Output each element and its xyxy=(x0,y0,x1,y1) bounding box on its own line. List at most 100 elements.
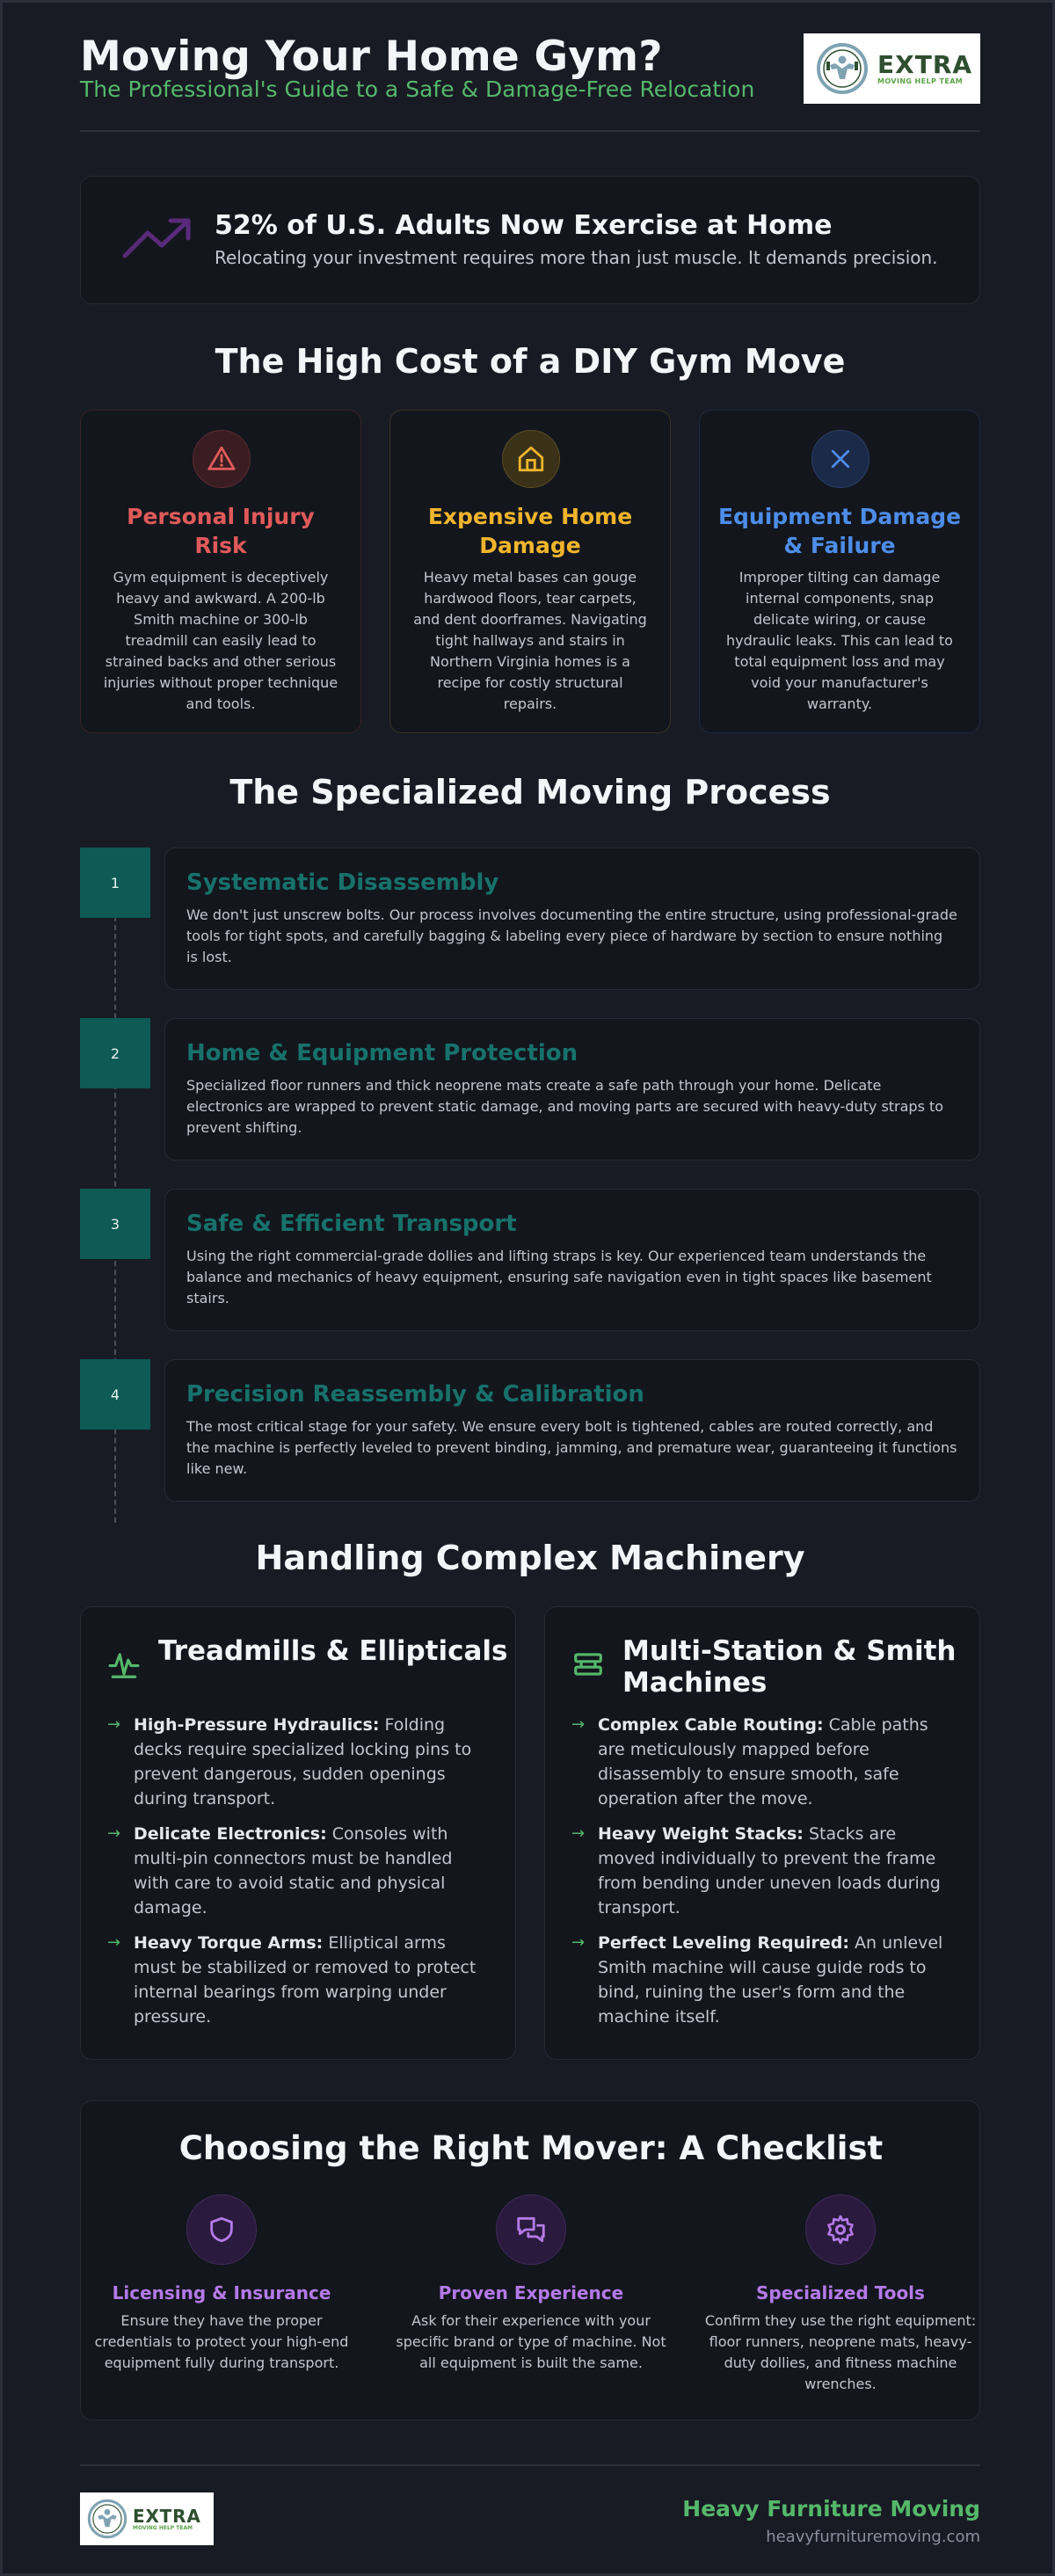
item-text: An unlevel Smith machine will cause guid… xyxy=(598,1933,943,2027)
footer-title: Heavy Furniture Moving xyxy=(682,2496,980,2521)
machinery-cards: Treadmills & Ellipticals → High-Pressure … xyxy=(80,1606,980,2060)
item-label: Heavy Torque Arms: xyxy=(134,1933,324,1953)
cost-card-text: Gym equipment is deceptively heavy and a… xyxy=(103,569,338,712)
step-title: Precision Reassembly & Calibration xyxy=(186,1381,644,1408)
list-item: → Delicate Electronics: Consoles with mul… xyxy=(107,1822,485,1920)
checklist-item-text: Ask for their experience with your speci… xyxy=(396,2312,666,2371)
checklist-item-title: Specialized Tools xyxy=(756,2282,925,2303)
step-text: The most critical stage for your safety.… xyxy=(186,1418,957,1477)
item-label: High-Pressure Hydraulics: xyxy=(134,1715,380,1735)
checklist-item: Specialized Tools Confirm they use the r… xyxy=(700,2194,981,2395)
machinery-section-title: Handling Complex Machinery xyxy=(255,1539,805,1577)
gear-icon xyxy=(805,2194,876,2265)
list-item: →Heavy Weight Stacks: Stacks are moved i… xyxy=(571,1822,950,1920)
process-step: 2 Home & Equipment Protection Specialize… xyxy=(80,1018,980,1161)
machinery-list: → Complex Cable Routing: Cable paths are … xyxy=(571,1713,950,2040)
checklist-item-text: Ensure they have the proper credentials … xyxy=(94,2312,349,2371)
weight-stack-icon xyxy=(574,1653,602,1676)
checklist-title: Choosing the Right Mover: A Checklist xyxy=(178,2129,884,2167)
checklist-panel: Choosing the Right Mover: A Checklist Li… xyxy=(80,2100,980,2420)
cost-card-title: Expensive Home Damage xyxy=(427,504,633,558)
checklist-item: Proven Experience Ask for their experien… xyxy=(390,2194,672,2374)
cost-card-title: Personal Injury Risk xyxy=(127,504,315,558)
item-label: Perfect Leveling Required: xyxy=(598,1933,849,1953)
item-text: Cable paths are meticulously mapped befo… xyxy=(598,1715,928,1808)
warning-icon xyxy=(193,430,251,488)
cost-card-text: Heavy metal bases can gouge hardwood flo… xyxy=(413,569,647,712)
cost-card-text: Improper tilting can damage internal com… xyxy=(726,569,953,712)
stat-banner: 52% of U.S. Adults Now Exercise at Home … xyxy=(80,176,980,304)
logo-wordmark: EXTRA xyxy=(877,49,973,79)
item-text: Elliptical arms must be stabilized or re… xyxy=(134,1933,477,2027)
process-step: 4 Precision Reassembly & Calibration The… xyxy=(80,1359,980,1502)
footer-url-link[interactable]: heavyfurnituremoving.com xyxy=(766,2528,980,2546)
heartbeat-icon xyxy=(108,1653,140,1678)
process-section-title: The Specialized Moving Process xyxy=(229,773,831,811)
machinery-card-title: Treadmills & Ellipticals xyxy=(158,1635,508,1667)
page-title: Moving Your Home Gym? xyxy=(80,33,663,81)
cost-card-title: Equipment Damage & Failure xyxy=(717,504,962,558)
step-card: Systematic Disassembly We don't just uns… xyxy=(164,848,980,990)
logo-emblem-icon xyxy=(87,2499,127,2539)
stat-headline: 52% of U.S. Adults Now Exercise at Home xyxy=(215,210,833,241)
chat-icon xyxy=(496,2194,566,2265)
item-text: Folding decks require specialized lockin… xyxy=(134,1715,472,1808)
arrow-right-icon: → xyxy=(107,1933,121,1952)
machinery-list: → High-Pressure Hydraulics: Folding decks… xyxy=(107,1713,485,2040)
step-text: We don't just unscrew bolts. Our process… xyxy=(186,906,957,965)
cost-cards: Personal Injury Risk Gym equipment is de… xyxy=(80,410,980,733)
brand-logo[interactable]: EXTRA MOVING HELP TEAM xyxy=(804,33,980,104)
machinery-card-multistation: Multi-Station & Smith Machines → Complex … xyxy=(544,1606,980,2060)
step-text: Specialized floor runners and thick neop… xyxy=(186,1077,944,1136)
list-item: → Complex Cable Routing: Cable paths are … xyxy=(571,1713,950,1811)
process-step: 1 Systematic Disassembly We don't just u… xyxy=(80,848,980,990)
step-card: Precision Reassembly & Calibration The m… xyxy=(164,1359,980,1502)
item-text: Stacks are moved individually to prevent… xyxy=(598,1824,941,1917)
checklist-item-title: Licensing & Insurance xyxy=(112,2282,331,2303)
process-step: 3 Safe & Efficient Transport Using the r… xyxy=(80,1189,980,1331)
step-number: 1 xyxy=(80,848,150,918)
footer-divider xyxy=(80,2464,980,2466)
step-title: Systematic Disassembly xyxy=(186,870,499,896)
logo-wordmark: EXTRA xyxy=(133,2505,201,2527)
logo-tagline: MOVING HELP TEAM xyxy=(877,76,964,85)
list-item: → High-Pressure Hydraulics: Folding decks… xyxy=(107,1713,485,1811)
header: Moving Your Home Gym? The Professional's… xyxy=(80,29,980,135)
header-divider xyxy=(80,130,980,132)
step-number: 4 xyxy=(80,1359,150,1430)
home-icon xyxy=(502,430,560,488)
machinery-card-treadmills: Treadmills & Ellipticals → High-Pressure … xyxy=(80,1606,516,2060)
checklist-item-text: Confirm they use the right equipment: fl… xyxy=(704,2312,977,2392)
process-timeline: 1 Systematic Disassembly We don't just u… xyxy=(80,848,980,1523)
checklist-item-title: Proven Experience xyxy=(438,2282,624,2303)
footer-logo[interactable]: EXTRA MOVING HELP TEAM xyxy=(80,2492,214,2545)
arrow-right-icon: → xyxy=(571,1824,586,1843)
step-number: 3 xyxy=(80,1189,150,1259)
step-title: Safe & Efficient Transport xyxy=(186,1211,517,1237)
cost-section-title: The High Cost of a DIY Gym Move xyxy=(215,342,846,381)
logo-emblem-icon xyxy=(817,43,868,94)
arrow-right-icon: → xyxy=(107,1824,121,1843)
cost-card-home-damage: Expensive Home Damage Heavy metal bases … xyxy=(389,410,671,733)
list-item: → Heavy Torque Arms: Elliptical arms must… xyxy=(107,1931,485,2029)
item-label: Delicate Electronics: xyxy=(134,1824,327,1844)
step-title: Home & Equipment Protection xyxy=(186,1040,578,1066)
logo-tagline: MOVING HELP TEAM xyxy=(133,2524,193,2531)
shield-icon xyxy=(186,2194,257,2265)
item-label: Complex Cable Routing: xyxy=(598,1715,824,1735)
step-card: Safe & Efficient Transport Using the rig… xyxy=(164,1189,980,1331)
stat-text: Relocating your investment requires more… xyxy=(215,247,938,268)
arrow-right-icon: → xyxy=(571,1715,586,1734)
page-subtitle: The Professional's Guide to a Safe & Dam… xyxy=(80,76,755,102)
cost-card-injury: Personal Injury Risk Gym equipment is de… xyxy=(80,410,361,733)
arrow-right-icon: → xyxy=(107,1715,121,1734)
footer: EXTRA MOVING HELP TEAM Heavy Furniture M… xyxy=(80,2464,980,2561)
x-icon xyxy=(811,430,869,488)
machinery-card-title: Multi-Station & Smith Machines xyxy=(622,1635,957,1699)
step-number: 2 xyxy=(80,1018,150,1088)
arrow-right-icon: → xyxy=(571,1933,586,1952)
list-item: → Perfect Leveling Required: An unlevel S… xyxy=(571,1931,950,2029)
cost-card-equipment-damage: Equipment Damage & Failure Improper tilt… xyxy=(699,410,980,733)
item-text: Consoles with multi-pin connectors must … xyxy=(134,1824,453,1917)
